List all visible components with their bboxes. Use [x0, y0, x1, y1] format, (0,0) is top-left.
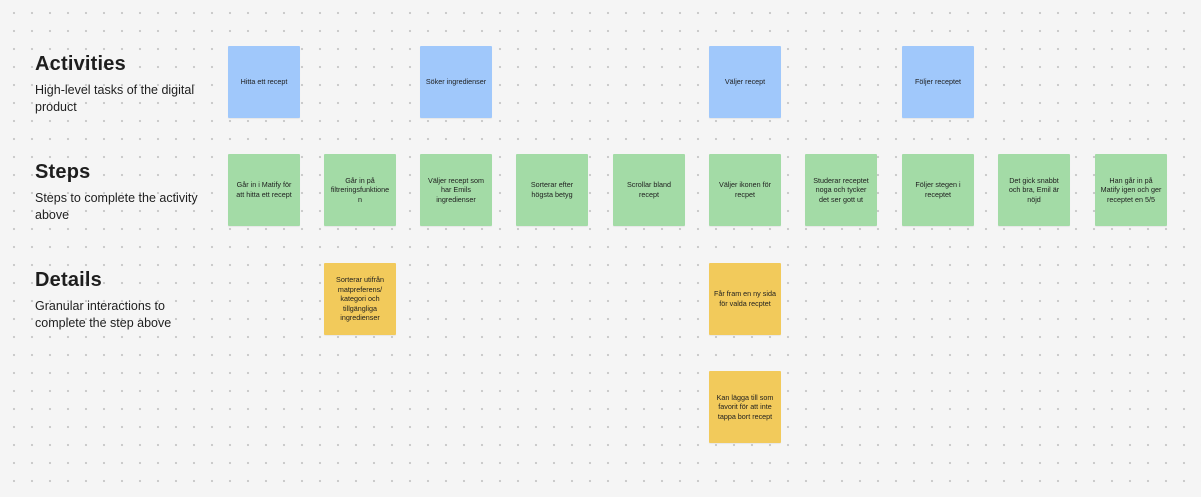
- activity-sticky-1[interactable]: Hitta ett recept: [228, 46, 300, 118]
- section-details: Details Granular interactions to complet…: [35, 268, 200, 332]
- section-title-activities: Activities: [35, 53, 126, 75]
- step-sticky-4[interactable]: Sorterar efter högsta betyg: [516, 154, 588, 226]
- step-sticky-6[interactable]: Väljer ikonen för recpet: [709, 154, 781, 226]
- activity-sticky-2[interactable]: Söker ingredienser: [420, 46, 492, 118]
- section-desc-steps: Steps to complete the activity above: [35, 191, 198, 222]
- activity-sticky-3[interactable]: Väljer recept: [709, 46, 781, 118]
- section-desc-details: Granular interactions to complete the st…: [35, 299, 172, 330]
- step-sticky-3[interactable]: Väljer recept som har Emils ingredienser: [420, 154, 492, 226]
- detail-sticky-3[interactable]: Kan lägga till som favorit för att inte …: [709, 371, 781, 443]
- activity-sticky-4[interactable]: Följer receptet: [902, 46, 974, 118]
- step-sticky-9[interactable]: Det gick snabbt och bra, Emil är nöjd: [998, 154, 1070, 226]
- section-steps: Steps Steps to complete the activity abo…: [35, 160, 200, 224]
- detail-sticky-1[interactable]: Sorterar utifrån matpreferens/ kategori …: [324, 263, 396, 335]
- step-sticky-10[interactable]: Han går in på Matify igen och ger recept…: [1095, 154, 1167, 226]
- section-title-details: Details: [35, 269, 102, 291]
- step-sticky-1[interactable]: Går in i Matify för att hitta ett recept: [228, 154, 300, 226]
- step-sticky-8[interactable]: Följer stegen i receptet: [902, 154, 974, 226]
- section-activities: Activities High-level tasks of the digit…: [35, 52, 200, 116]
- step-sticky-2[interactable]: Går in på filtreringsfunktionen: [324, 154, 396, 226]
- detail-sticky-2[interactable]: Får fram en ny sida för valda recptet: [709, 263, 781, 335]
- step-sticky-7[interactable]: Studerar receptet noga och tycker det se…: [805, 154, 877, 226]
- section-title-steps: Steps: [35, 161, 91, 183]
- section-desc-activities: High-level tasks of the digital product: [35, 83, 195, 114]
- step-sticky-5[interactable]: Scrollar bland recept: [613, 154, 685, 226]
